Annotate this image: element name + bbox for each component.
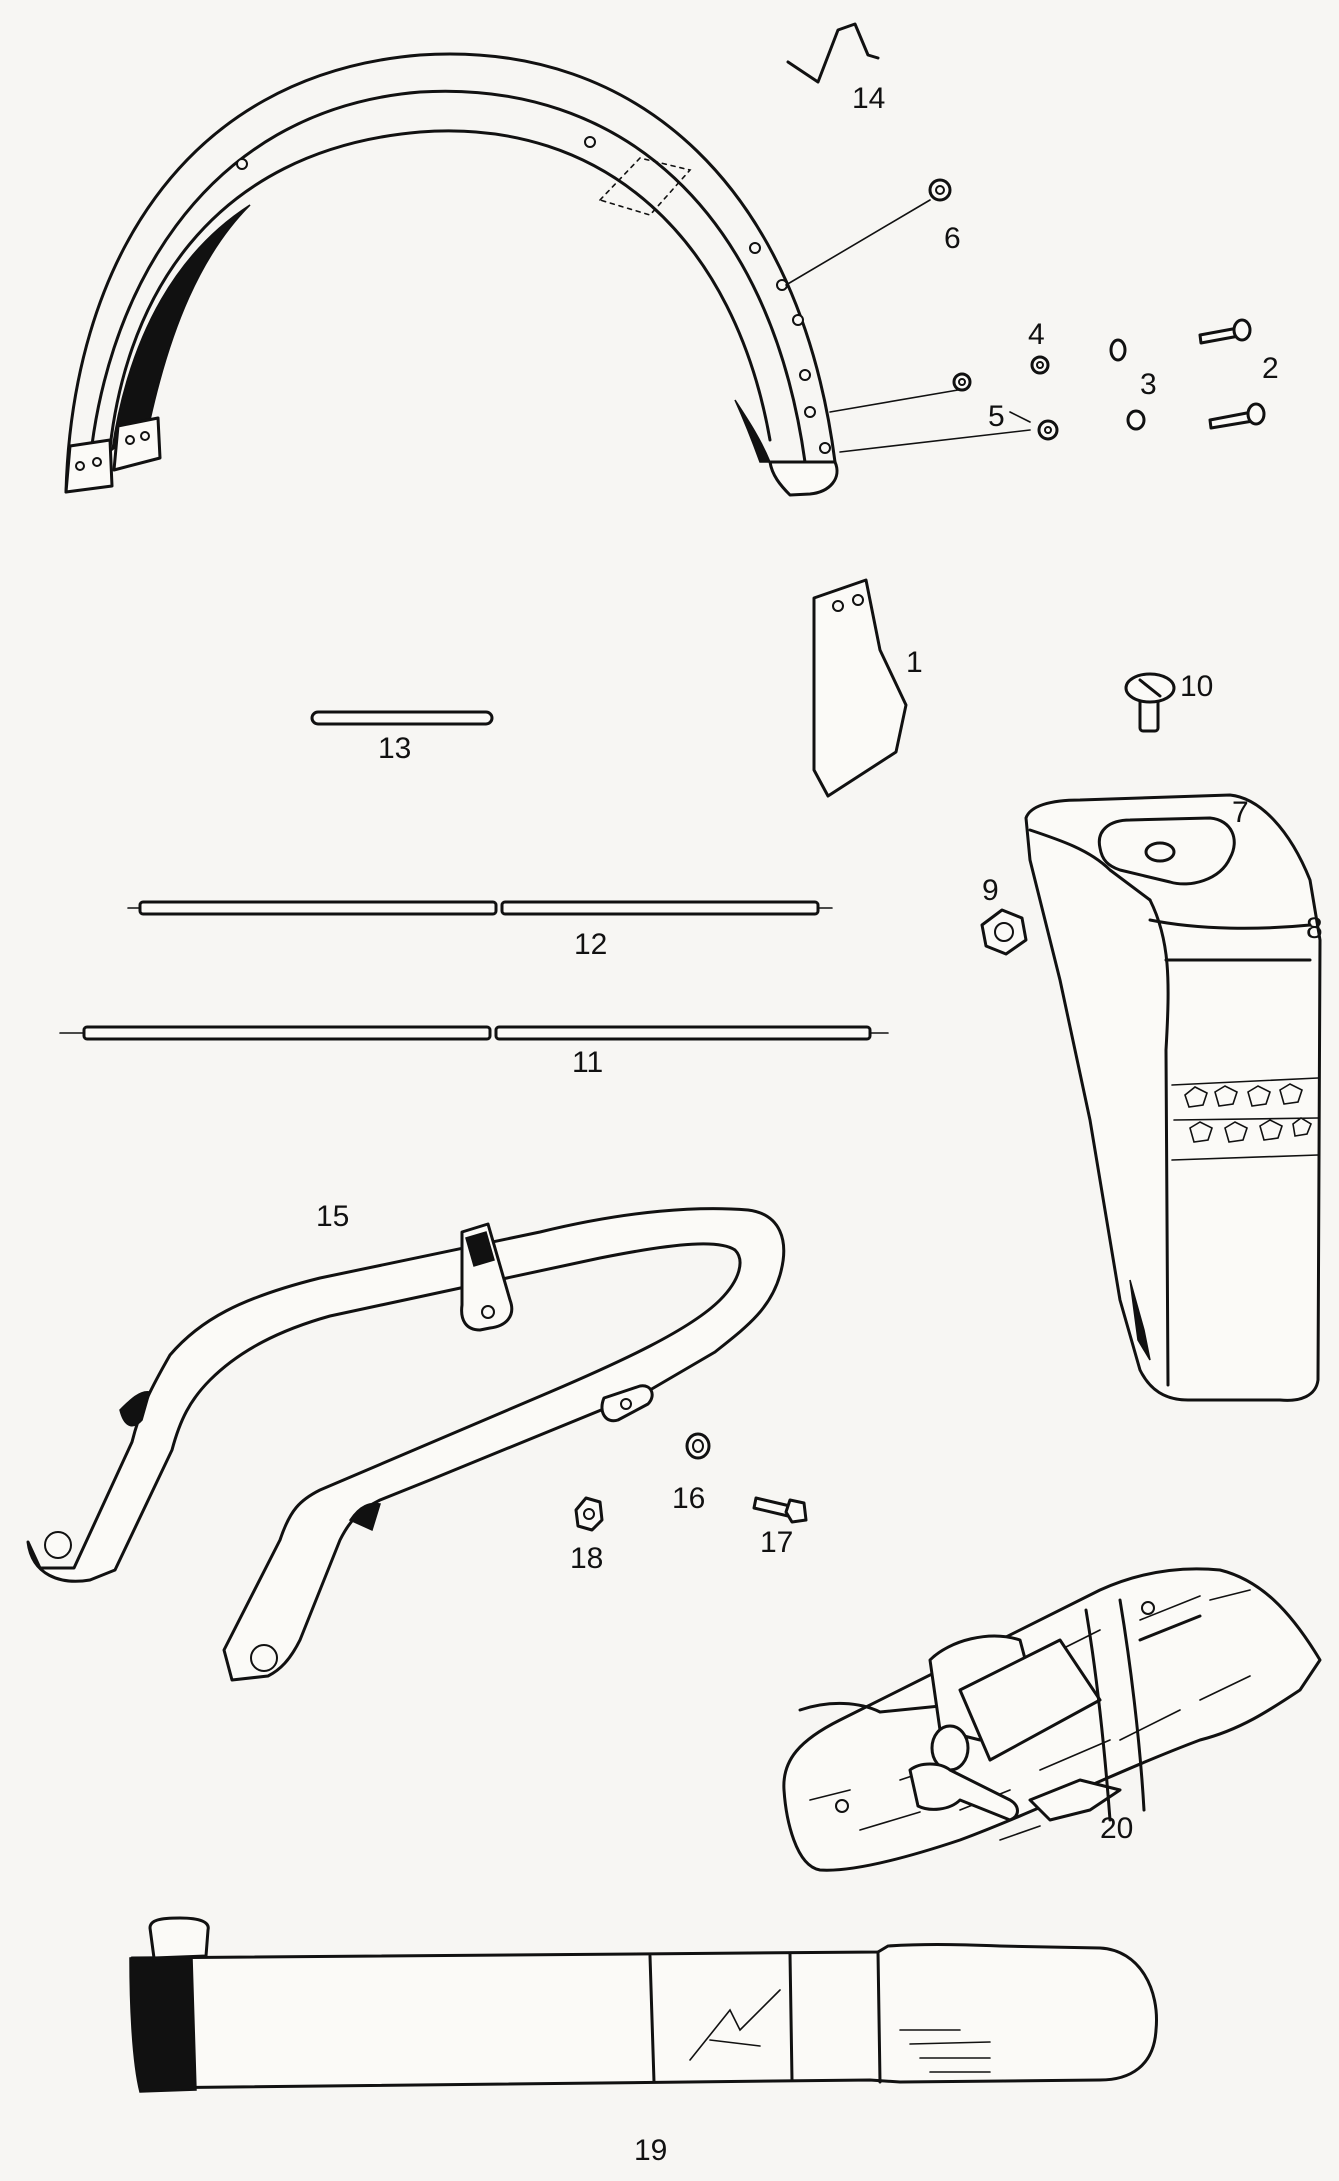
- label-14: 14: [852, 82, 885, 115]
- label-3: 3: [1140, 368, 1157, 401]
- label-2: 2: [1262, 352, 1279, 385]
- label-4: 4: [1028, 318, 1045, 351]
- label-20: 20: [1100, 1812, 1133, 1845]
- bolt-17: [752, 1496, 808, 1524]
- label-5: 5: [988, 400, 1005, 433]
- label-12: 12: [574, 928, 607, 961]
- label-17: 17: [760, 1526, 793, 1559]
- label-10: 10: [1180, 670, 1213, 703]
- leader-lines: [785, 199, 1031, 453]
- label-9: 9: [982, 874, 999, 907]
- wire-clip: [786, 22, 880, 84]
- stay-rod-12: [127, 900, 833, 916]
- nuts-5: [952, 372, 1059, 441]
- nut-9: [980, 908, 1028, 956]
- washer-16: [685, 1432, 711, 1460]
- short-rod: [310, 710, 494, 726]
- label-6: 6: [944, 222, 961, 255]
- tail-lamp: [1024, 793, 1322, 1402]
- star-washer-4: [1030, 355, 1050, 375]
- mudguard: [64, 52, 839, 497]
- stay-rod-11: [59, 1025, 889, 1041]
- label-13: 13: [378, 732, 411, 765]
- label-8: 8: [1306, 912, 1323, 945]
- label-16: 16: [672, 1482, 705, 1515]
- label-19: 19: [634, 2134, 667, 2167]
- washers-3: [1109, 338, 1146, 431]
- label-1: 1: [906, 646, 923, 679]
- label-18: 18: [570, 1542, 603, 1575]
- tyre-pump: [129, 1916, 1159, 2093]
- grab-rail: [26, 1207, 786, 1682]
- nut-6: [928, 178, 952, 202]
- nut-18: [574, 1496, 604, 1532]
- screw-10: [1124, 672, 1176, 733]
- bolts-2: [1198, 318, 1266, 430]
- part-labels: 14 6 4 3 2 5 1 10 13 7 9 8 12 11 15 16 1…: [316, 82, 1323, 2167]
- mudflap: [812, 578, 908, 798]
- label-15: 15: [316, 1200, 349, 1233]
- tool-roll: [782, 1567, 1322, 1872]
- label-7: 7: [1232, 796, 1249, 829]
- label-11: 11: [572, 1046, 603, 1079]
